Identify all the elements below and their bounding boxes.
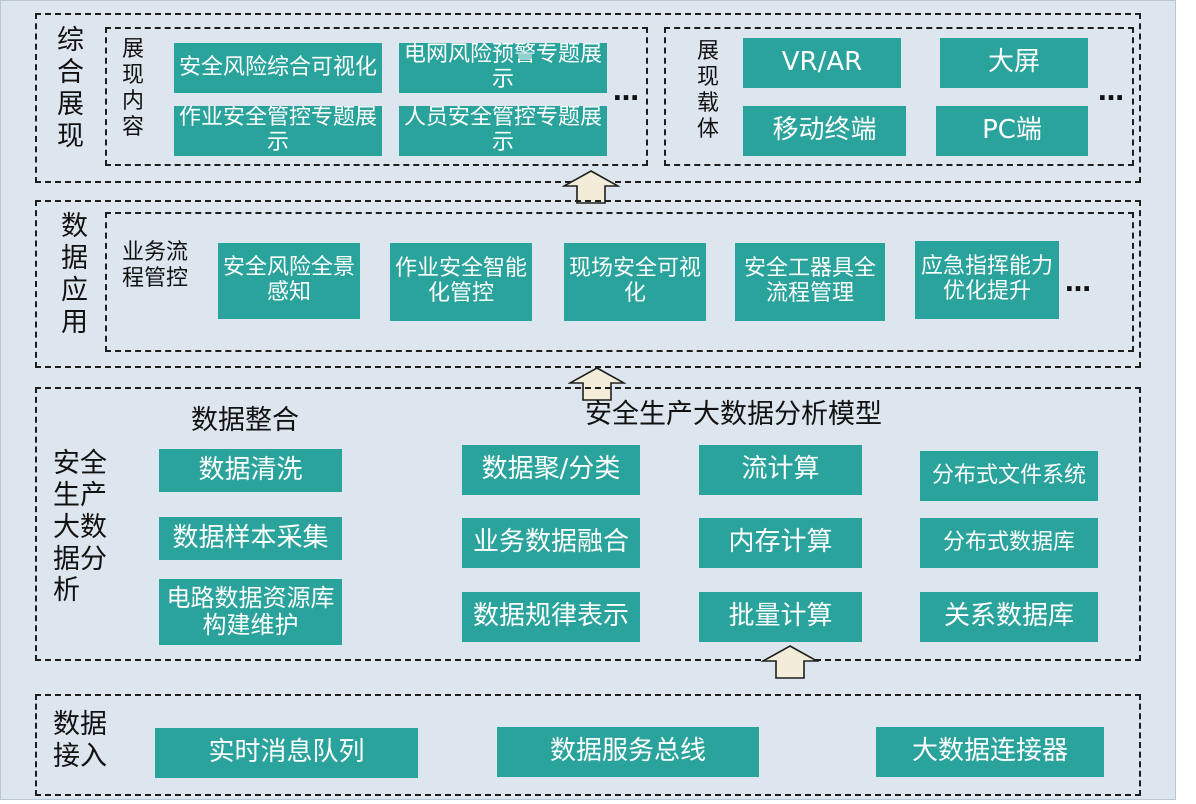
- app-box-risk-perception: 安全风险全景感知: [218, 243, 360, 319]
- access-box-connector: 大数据连接器: [876, 727, 1104, 777]
- up-arrow-icon: [562, 170, 620, 204]
- analysis-layer-title: 安全生产大数据分析: [53, 448, 107, 607]
- model-box-memory-computing: 内存计算: [699, 518, 862, 568]
- model-heading: 安全生产大数据分析模型: [585, 399, 882, 430]
- presentation-carrier-label: 展现载体: [697, 39, 720, 142]
- presentation-content-label: 展现内容: [122, 37, 145, 140]
- up-arrow-icon: [568, 367, 626, 401]
- carrier-box-big-screen: 大屏: [940, 38, 1088, 88]
- content-more-ellipsis: …: [613, 77, 639, 107]
- architecture-diagram: 综合展现 展现内容 安全风险综合可视化 电网风险预警专题展示 作业安全管控专题展…: [0, 0, 1176, 800]
- model-box-distributed-db: 分布式数据库: [920, 518, 1098, 568]
- access-box-message-queue: 实时消息队列: [155, 728, 418, 778]
- carrier-box-pc: PC端: [936, 106, 1088, 156]
- application-layer: [35, 200, 1141, 368]
- analysis-layer: [35, 387, 1141, 661]
- access-layer-title: 数据接入: [53, 709, 107, 772]
- model-box-business-fusion: 业务数据融合: [462, 518, 640, 568]
- model-box-batch-computing: 批量计算: [699, 592, 862, 642]
- carrier-box-mobile: 移动终端: [743, 106, 906, 156]
- presentation-content-panel: [105, 27, 648, 166]
- app-box-emergency-command: 应急指挥能力优化提升: [915, 241, 1059, 319]
- presentation-layer-title: 综合展现: [57, 25, 84, 152]
- business-process-label: 业务流程管控: [122, 240, 189, 291]
- access-layer: [35, 694, 1141, 796]
- content-box-personnel-control: 人员安全管控专题展示: [399, 106, 607, 156]
- app-box-operation-intelligent: 作业安全智能化管控: [390, 243, 532, 321]
- app-box-tool-management: 安全工器具全流程管理: [735, 243, 885, 321]
- content-box-grid-warning: 电网风险预警专题展示: [399, 43, 607, 93]
- model-box-relational-db: 关系数据库: [920, 592, 1098, 642]
- carrier-box-vrar: VR/AR: [743, 38, 901, 88]
- integration-heading: 数据整合: [191, 405, 299, 436]
- model-box-distributed-fs: 分布式文件系统: [920, 451, 1098, 501]
- content-box-operation-control: 作业安全管控专题展示: [174, 106, 382, 156]
- integration-box-resource-library: 电路数据资源库构建维护: [159, 579, 342, 645]
- business-process-panel: [105, 212, 1134, 352]
- carrier-more-ellipsis: …: [1098, 77, 1124, 107]
- application-more-ellipsis: …: [1065, 268, 1091, 298]
- up-arrow-icon: [761, 645, 819, 679]
- model-box-pattern-representation: 数据规律表示: [462, 592, 640, 642]
- model-box-clustering: 数据聚/分类: [462, 445, 640, 495]
- model-box-stream-computing: 流计算: [699, 445, 862, 495]
- presentation-carrier-panel: [664, 27, 1134, 166]
- integration-box-sampling: 数据样本采集: [159, 517, 342, 560]
- integration-box-cleaning: 数据清洗: [159, 449, 342, 492]
- access-box-service-bus: 数据服务总线: [497, 727, 759, 777]
- content-box-risk-visual: 安全风险综合可视化: [174, 43, 382, 93]
- app-box-site-visual: 现场安全可视化: [564, 243, 706, 321]
- application-layer-title: 数据应用: [61, 211, 88, 338]
